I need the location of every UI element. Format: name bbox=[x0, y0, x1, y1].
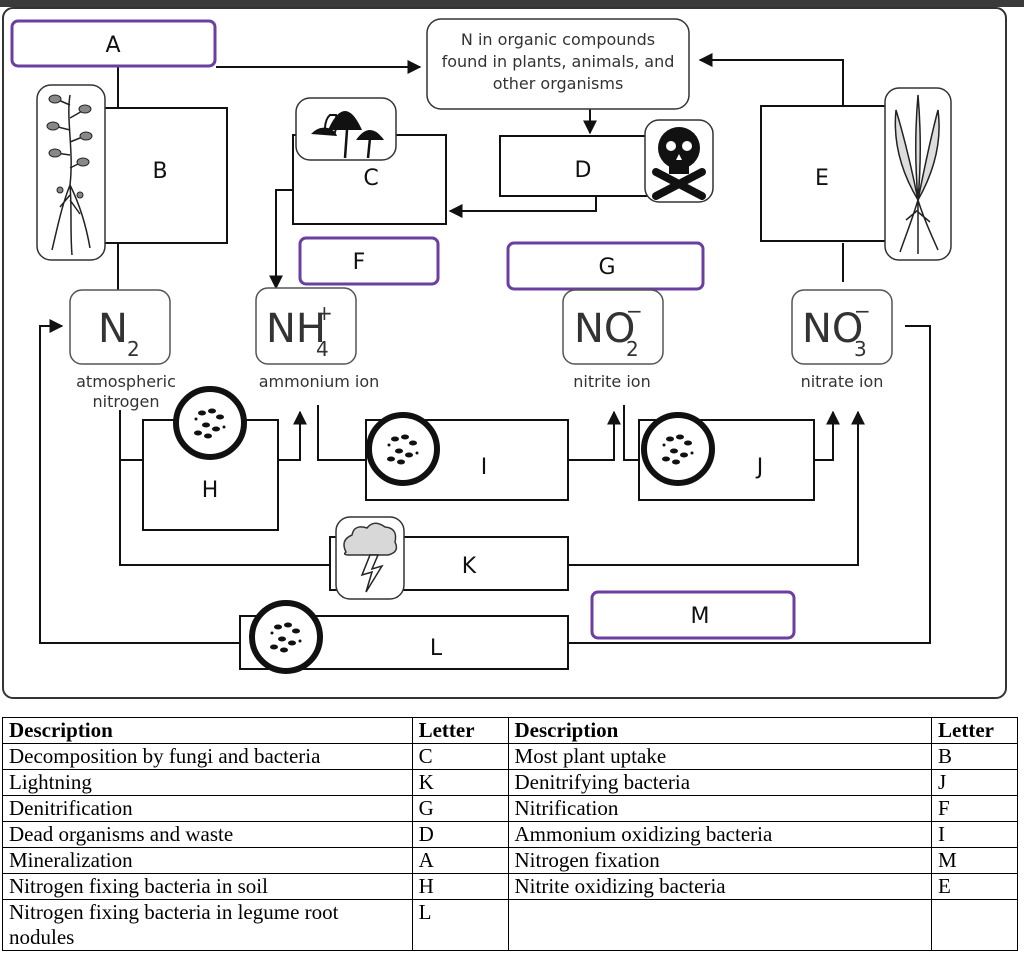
lightning-cloud-icon bbox=[335, 516, 405, 600]
table-cell bbox=[931, 899, 1018, 951]
table-cell: C bbox=[411, 743, 509, 770]
table-header-row: Description Letter Description Letter bbox=[2, 717, 1018, 744]
no3-symbol: NO bbox=[802, 306, 863, 352]
answer-key-table: Description Letter Description Letter De… bbox=[2, 717, 1018, 951]
no2-caption: nitrite ion bbox=[573, 372, 650, 391]
header-description-2: Description bbox=[507, 717, 933, 744]
table-cell: Dead organisms and waste bbox=[2, 821, 413, 848]
nh4-symbol: NH bbox=[266, 306, 326, 352]
no3-superscript: − bbox=[854, 299, 871, 323]
no2-superscript: − bbox=[626, 299, 643, 323]
organic-compounds-box bbox=[426, 18, 690, 110]
label-h: H bbox=[202, 478, 219, 503]
table-cell: K bbox=[411, 769, 509, 796]
table-cell: Nitrogen fixing bacteria in soil bbox=[2, 873, 413, 900]
nh4-subscript: 4 bbox=[316, 337, 329, 361]
label-b: B bbox=[152, 159, 167, 184]
table-row: Lightning K Denitrifying bacteria J bbox=[2, 769, 1018, 796]
skull-crossbones-icon bbox=[644, 119, 714, 203]
table-cell: Nitrite oxidizing bacteria bbox=[507, 873, 933, 900]
table-cell: G bbox=[411, 795, 509, 822]
table-cell: Most plant uptake bbox=[507, 743, 933, 770]
label-i: I bbox=[481, 455, 488, 480]
nh4-box bbox=[255, 287, 357, 365]
table-cell: F bbox=[931, 795, 1018, 822]
box-m bbox=[590, 590, 796, 640]
table-cell: E bbox=[931, 873, 1018, 900]
nitrogen-cycle-diagram: N in organic compounds found in plants, … bbox=[2, 7, 1007, 699]
label-a: A bbox=[105, 33, 120, 58]
label-g: G bbox=[598, 255, 615, 280]
table-cell: Lightning bbox=[2, 769, 413, 796]
table-cell: I bbox=[931, 821, 1018, 848]
bacteria-icon bbox=[366, 412, 440, 486]
table-row: Dead organisms and waste D Ammonium oxid… bbox=[2, 821, 1018, 848]
box-a bbox=[10, 19, 217, 68]
no2-box bbox=[562, 289, 664, 365]
table-cell: J bbox=[931, 769, 1018, 796]
label-l: L bbox=[430, 636, 443, 661]
table-cell: Denitrifying bacteria bbox=[507, 769, 933, 796]
table-cell: Denitrification bbox=[2, 795, 413, 822]
table-cell: Mineralization bbox=[2, 847, 413, 874]
table-cell bbox=[507, 899, 933, 951]
nh4-superscript: + bbox=[316, 301, 333, 325]
header-description-1: Description bbox=[2, 717, 413, 744]
header-letter-2: Letter bbox=[931, 717, 1018, 744]
table-cell: L bbox=[411, 899, 509, 951]
label-d: D bbox=[575, 158, 592, 183]
no3-box bbox=[791, 289, 893, 365]
organic-line-2: found in plants, animals, and bbox=[442, 52, 675, 71]
label-j: J bbox=[755, 455, 764, 480]
header-letter-1: Letter bbox=[411, 717, 509, 744]
table-cell: D bbox=[411, 821, 509, 848]
bacteria-icon bbox=[249, 600, 323, 674]
label-e: E bbox=[815, 166, 829, 191]
table-cell: M bbox=[931, 847, 1018, 874]
table-cell: Nitrification bbox=[507, 795, 933, 822]
label-k: K bbox=[462, 554, 477, 579]
nh4-caption: ammonium ion bbox=[259, 372, 380, 391]
plant-roots-icon bbox=[36, 84, 106, 261]
box-f bbox=[298, 236, 440, 286]
grass-plant-icon bbox=[884, 87, 952, 261]
table-row: Denitrification G Nitrification F bbox=[2, 795, 1018, 822]
bacteria-icon bbox=[641, 412, 715, 486]
n2-caption-2: nitrogen bbox=[92, 392, 159, 411]
organic-line-3: other organisms bbox=[493, 74, 624, 93]
table-row: Mineralization A Nitrogen fixation M bbox=[2, 847, 1018, 874]
table-cell: Nitrogen fixing bacteria in legume root … bbox=[2, 899, 413, 951]
table-row: Nitrogen fixing bacteria in legume root … bbox=[2, 899, 1018, 951]
diagram-frame bbox=[2, 7, 1007, 699]
top-bar bbox=[0, 0, 1024, 7]
n2-symbol: N bbox=[98, 306, 128, 352]
no3-subscript: 3 bbox=[854, 337, 867, 361]
n2-caption-1: atmospheric bbox=[76, 372, 176, 391]
label-m: M bbox=[691, 604, 710, 629]
table-cell: Ammonium oxidizing bacteria bbox=[507, 821, 933, 848]
mushroom-icon bbox=[295, 97, 397, 161]
table-row: Decomposition by fungi and bacteria C Mo… bbox=[2, 743, 1018, 770]
box-g bbox=[506, 241, 705, 291]
organic-line-1: N in organic compounds bbox=[461, 30, 655, 49]
table-cell: Decomposition by fungi and bacteria bbox=[2, 743, 413, 770]
label-f: F bbox=[353, 250, 366, 275]
no3-caption: nitrate ion bbox=[801, 372, 884, 391]
table-cell: H bbox=[411, 873, 509, 900]
n2-subscript: 2 bbox=[127, 337, 140, 361]
table-cell: A bbox=[411, 847, 509, 874]
bacteria-icon bbox=[173, 386, 247, 460]
no2-symbol: NO bbox=[574, 306, 635, 352]
label-c: C bbox=[363, 166, 378, 191]
table-cell: B bbox=[931, 743, 1018, 770]
no2-subscript: 2 bbox=[626, 337, 639, 361]
n2-box bbox=[69, 289, 171, 365]
table-row: Nitrogen fixing bacteria in soil H Nitri… bbox=[2, 873, 1018, 900]
table-cell: Nitrogen fixation bbox=[507, 847, 933, 874]
